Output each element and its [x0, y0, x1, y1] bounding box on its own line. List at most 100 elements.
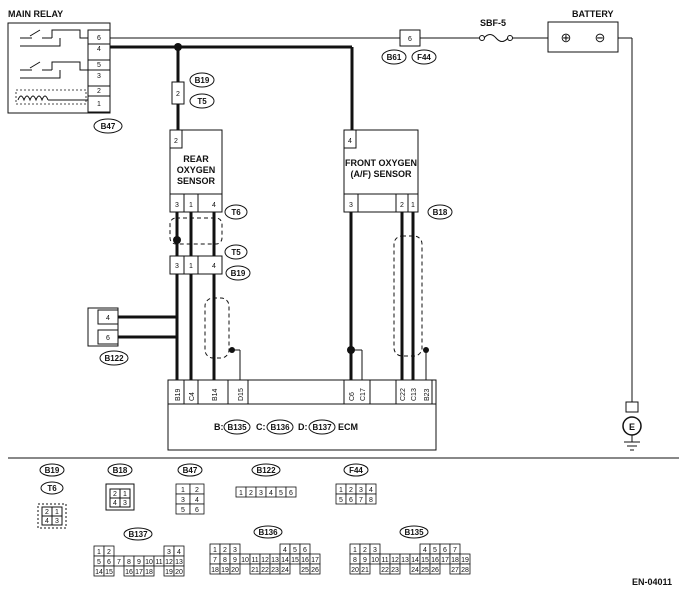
connector-tag-b47-text: B47	[101, 122, 116, 131]
t5-pin: 4	[212, 263, 216, 270]
legend-cell: 21	[251, 567, 259, 574]
legend-tag: B137	[128, 530, 148, 539]
rear-sensor-top-pin: 2	[174, 138, 178, 145]
front-sensor-line: FRONT OXYGEN	[345, 158, 417, 168]
t5-pin: 1	[189, 263, 193, 270]
legend-cell: 12	[261, 557, 269, 564]
legend-cell: 4	[177, 549, 181, 556]
legend-cell: 16	[301, 557, 309, 564]
legend-cell: 3	[167, 549, 171, 556]
ecm-pin: C4	[189, 392, 196, 401]
legend-cell: 6	[107, 559, 111, 566]
b122-pin: 4	[106, 315, 110, 322]
legend-cell: 28	[461, 567, 469, 574]
legend-cell: 9	[363, 557, 367, 564]
legend-cell: 1	[181, 487, 185, 494]
legend-tag: B135	[404, 528, 424, 537]
legend-cell: 23	[271, 567, 279, 574]
rear-sensor-pin: 4	[212, 202, 216, 209]
front-sensor-harness: B18	[347, 204, 453, 380]
legend-cell: 19	[461, 557, 469, 564]
main-relay-terminal-block	[87, 29, 111, 113]
front-sensor-pin: 1	[411, 202, 415, 209]
relay-pin: 1	[97, 101, 101, 108]
front-sensor-pin: 3	[349, 202, 353, 209]
legend-cell: 4	[113, 500, 117, 507]
connector-b122: 4 6 B122	[87, 307, 177, 366]
legend-cell: 26	[311, 567, 319, 574]
ecm-pin: B14	[212, 388, 219, 401]
front-sensor-pin: 2	[400, 202, 404, 209]
legend-cell: 6	[443, 547, 447, 554]
relay-pin: 3	[97, 73, 101, 80]
power-wires	[110, 37, 548, 130]
tag-t5-lower: T5	[231, 248, 241, 257]
rear-sensor-pin: 3	[175, 202, 179, 209]
ecm-pin-boxes	[183, 380, 433, 404]
legend-cell-box	[189, 503, 205, 515]
relay-link-icon	[20, 38, 61, 47]
ecm-pin: B19	[175, 388, 182, 401]
battery-plus-icon: ⊕	[561, 30, 572, 45]
rear-sensor-line: REAR	[183, 154, 209, 164]
splice-icon	[173, 236, 181, 244]
legend-cell: 17	[441, 557, 449, 564]
main-relay-title: MAIN RELAY	[8, 9, 63, 19]
tag-b19: B19	[195, 76, 210, 85]
legend-cell: 9	[137, 559, 141, 566]
relay-switch-2-icon	[20, 61, 88, 71]
legend-cell: 25	[421, 567, 429, 574]
legend-cell: 12	[165, 559, 173, 566]
legend-cell: 18	[211, 567, 219, 574]
fuse-sbf5: SBF-5	[479, 18, 513, 42]
main-relay-pins: 6 4 5 3 2 1	[88, 35, 110, 108]
ground-label: E	[629, 422, 635, 432]
legend-cell: 5	[293, 547, 297, 554]
legend-cell: 11	[155, 559, 162, 566]
connector-t5	[169, 255, 223, 275]
legend-cell: 5	[97, 559, 101, 566]
connector-tag-b47	[93, 118, 123, 134]
ground: E	[622, 401, 642, 451]
connector-b19-t5: 2 B19 T5	[171, 72, 215, 130]
legend-cell: 13	[175, 559, 183, 566]
legend-cell: 4	[283, 547, 287, 554]
legend-cell: 24	[411, 567, 419, 574]
legend-cell: 12	[391, 557, 399, 564]
tag-b136: B136	[270, 423, 290, 432]
tag-b61-text: B61	[387, 53, 402, 62]
main-relay: MAIN RELAY 6 4 5 3 2 1 B47	[7, 9, 123, 134]
legend-cell: 8	[353, 557, 357, 564]
tag-t6: T6	[231, 208, 241, 217]
f44-pin: 6	[408, 36, 412, 43]
legend-cell: 4	[369, 487, 373, 494]
legend-cell-box	[229, 563, 241, 575]
ecm-pin: C6	[349, 392, 356, 401]
legend-cell-box	[389, 563, 401, 575]
legend-cell: 2	[107, 549, 111, 556]
legend-b19-t6: B19 T6 2 1 4 3	[37, 463, 67, 529]
battery: BATTERY ⊕ ⊖	[547, 9, 633, 402]
legend-tag: B19	[45, 466, 60, 475]
legend-cell: 6	[289, 490, 293, 497]
legend-cell-box	[309, 563, 321, 575]
legend-cell: 13	[401, 557, 409, 564]
legend-tag: F44	[349, 466, 363, 475]
b19-pin: 2	[176, 91, 180, 98]
legend-cell: 27	[451, 567, 459, 574]
legend-cell: 19	[221, 567, 229, 574]
rear-sensor-pin: 1	[189, 202, 193, 209]
legend-cell: 18	[451, 557, 459, 564]
legend-cell: 7	[117, 559, 121, 566]
legend-cell: 3	[123, 500, 127, 507]
legend-cell: 7	[453, 547, 457, 554]
fuse-label: SBF-5	[480, 18, 506, 28]
legend-cell: 1	[123, 491, 127, 498]
legend-cell: 11	[251, 557, 258, 564]
fuse-icon	[483, 34, 509, 42]
legend-cell: 3	[373, 547, 377, 554]
